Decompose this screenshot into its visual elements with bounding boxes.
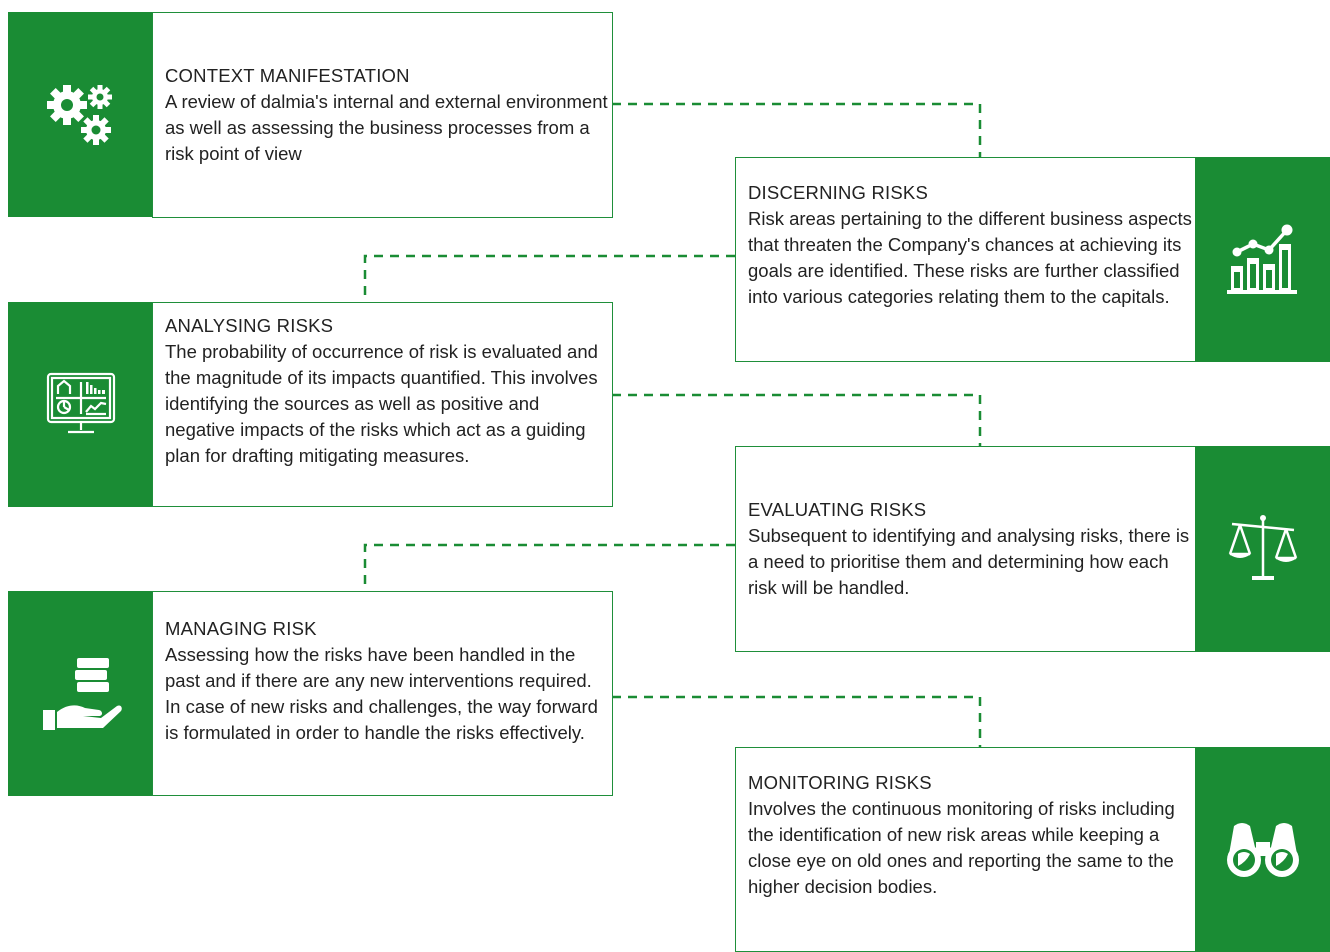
binoculars-icon [1226,822,1299,877]
step-6-body: Involves the continuous monitoring of ri… [748,798,1175,897]
connector-4-5 [363,543,735,591]
step-2-body: Risk areas pertaining to the different b… [748,208,1192,307]
step-1-icon-panel [8,12,153,217]
connector-5-6 [612,695,982,747]
connector-3-4 [612,393,982,446]
step-4-icon-panel [1195,446,1330,652]
step-5-card: MANAGING RISK Assessing how the risks ha… [152,591,613,796]
step-4-body: Subsequent to identifying and analysing … [748,525,1190,598]
step-3-title: ANALYSING RISKS [165,315,334,336]
connector-1-2 [612,102,982,157]
step-4-title: EVALUATING RISKS [748,499,927,520]
gears-icon [46,84,112,145]
step-1-body: A review of dalmia's internal and extern… [165,91,608,164]
step-5-icon-panel [8,591,153,796]
step-2-title: DISCERNING RISKS [748,182,929,203]
step-4-card: EVALUATING RISKS Subsequent to identifyi… [735,446,1196,652]
step-2-card: DISCERNING RISKS Risk areas pertaining t… [735,157,1196,362]
step-1-card: CONTEXT MANIFESTATION A review of dalmia… [152,12,613,218]
connector-2-3 [363,254,735,302]
analytics-monitor-icon [46,372,115,433]
step-3-card: ANALYSING RISKS The probability of occur… [152,302,613,507]
step-5-body: Assessing how the risks have been handle… [165,644,598,743]
step-2-icon-panel [1195,157,1330,362]
step-5-title: MANAGING RISK [165,618,317,639]
balance-scale-icon [1228,515,1297,580]
hand-coins-icon [42,657,122,730]
step-6-icon-panel [1195,747,1330,952]
step-3-body: The probability of occurrence of risk is… [165,341,598,466]
step-1-title: CONTEXT MANIFESTATION [165,65,410,86]
step-3-icon-panel [8,302,153,507]
growth-chart-icon [1226,224,1297,294]
step-6-title: MONITORING RISKS [748,772,932,793]
step-6-card: MONITORING RISKS Involves the continuous… [735,747,1196,952]
